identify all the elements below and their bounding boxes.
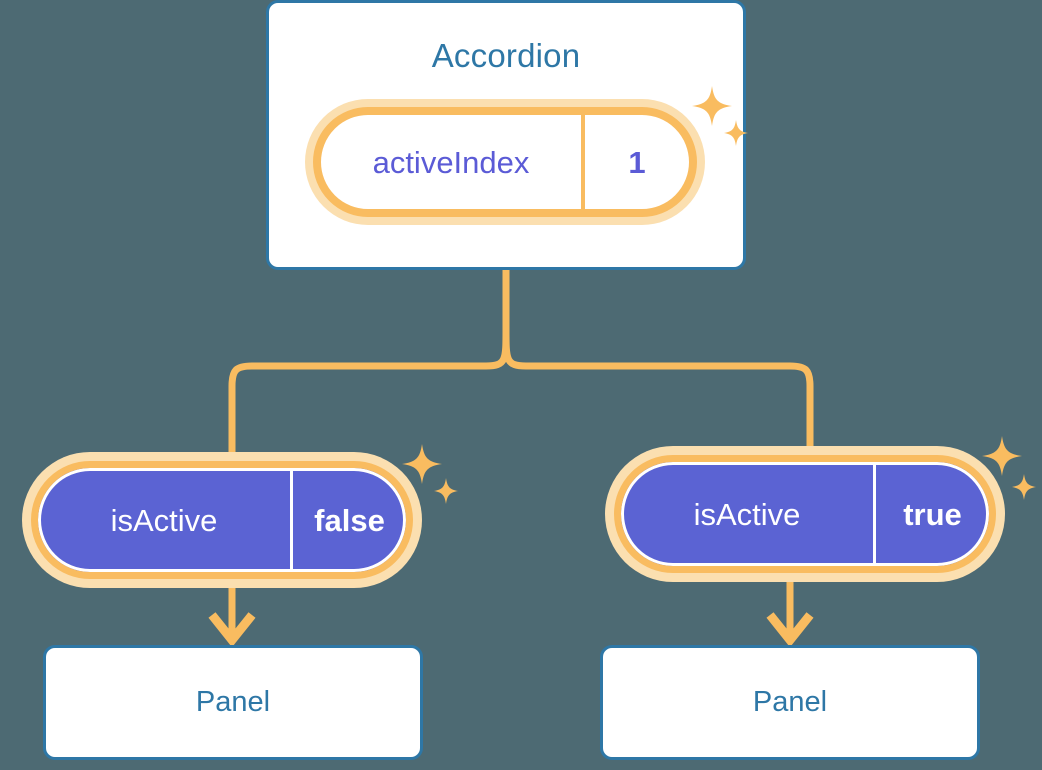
connector-right-branch [502, 329, 814, 446]
state-badge-pill[interactable]: isActive false [31, 461, 413, 579]
panel-component-card-left[interactable]: Panel [43, 645, 423, 760]
panel-component-card-right[interactable]: Panel [600, 645, 980, 760]
state-key-label: activeIndex [372, 144, 530, 180]
state-key-label: isActive [110, 502, 218, 538]
state-key-label: isActive [693, 496, 801, 532]
sparkle-icon-small [1012, 474, 1036, 500]
panel-label: Panel [752, 686, 828, 718]
arrow-down-icon-right [766, 572, 814, 648]
state-badge-pill[interactable]: activeIndex 1 [313, 107, 697, 217]
page-title: Accordion [431, 37, 581, 74]
state-value-label: 1 [581, 115, 689, 209]
panel-label: Panel [195, 686, 271, 718]
sparkle-icon-small [434, 478, 458, 504]
state-badge-pill[interactable]: isActive true [614, 455, 996, 573]
state-value-label: false [290, 468, 406, 572]
connector-left-branch [228, 329, 510, 452]
state-value-label: true [873, 462, 989, 566]
